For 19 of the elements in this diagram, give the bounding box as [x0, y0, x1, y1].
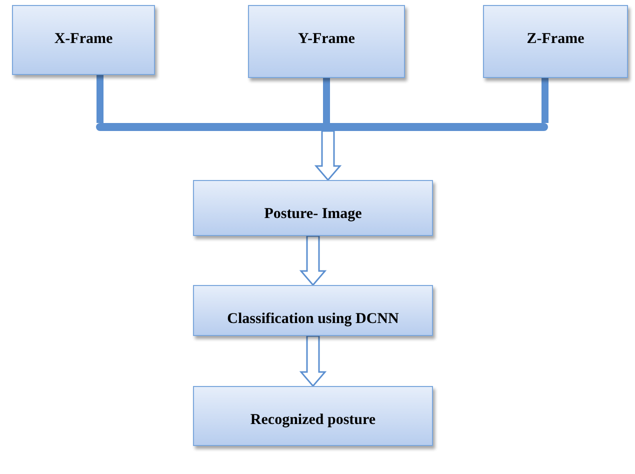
box-label: X-Frame [54, 30, 113, 49]
process-box [12, 5, 155, 75]
box-label: Recognized posture [250, 411, 376, 430]
process-box [193, 180, 433, 236]
connector-line [323, 78, 330, 123]
process-box [193, 285, 433, 336]
process-box [248, 5, 405, 78]
box-label: Y-Frame [298, 30, 355, 49]
box-label: Posture- Image [264, 205, 362, 224]
connector-line [542, 78, 548, 123]
connector-line [96, 75, 104, 123]
process-box [193, 386, 433, 446]
arrow [314, 130, 342, 182]
process-box [483, 5, 628, 78]
arrow [299, 235, 327, 286]
arrow [299, 335, 327, 388]
box-label: Z-Frame [526, 30, 584, 49]
box-label: Classification using DCNN [227, 310, 399, 329]
connector-bar [96, 123, 548, 131]
